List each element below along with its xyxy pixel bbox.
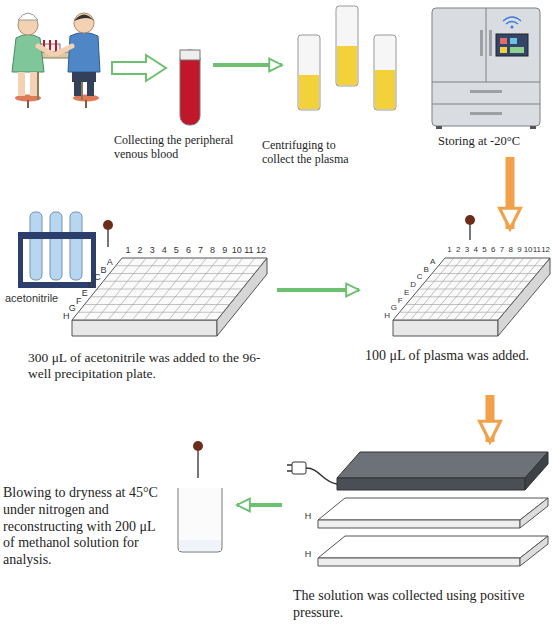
plate-label: 5: [174, 246, 179, 255]
flow-arrow: [277, 288, 359, 292]
plate-label: 12: [541, 246, 550, 254]
plate-label: 10: [524, 246, 533, 254]
plate-label: F: [398, 297, 403, 305]
sample-tube: [178, 441, 222, 552]
fridge: [432, 8, 540, 129]
step-arrow: [112, 55, 166, 81]
step-caption: Storing at -20°C: [438, 134, 548, 149]
plate-label: 7: [500, 246, 504, 254]
plate-label: H: [384, 312, 390, 320]
tube-rack: [18, 212, 96, 288]
step-caption: Collecting the peripheral venous blood: [114, 133, 258, 162]
plate-label: 4: [162, 246, 167, 255]
plate-label: 3: [150, 246, 155, 255]
plate-label: B: [424, 266, 429, 274]
plate-label: 4: [473, 246, 477, 254]
plate-label: 8: [508, 246, 512, 254]
caption-block: 300 μL of acetonitrile was added to the …: [28, 350, 273, 382]
caption-block: Blowing to dryness at 45°C under nitroge…: [3, 485, 165, 569]
plate-label: G: [69, 304, 76, 313]
well-plates: [72, 258, 550, 336]
plate-label: 2: [456, 246, 460, 254]
plate-label: H: [305, 550, 312, 559]
caption-block: Centrifuging to collect the plasma: [262, 138, 360, 167]
well-plate: [393, 258, 550, 336]
plate-label: 7: [198, 246, 203, 255]
caption-block: The solution was collected using positiv…: [293, 588, 528, 622]
plate-label: A: [107, 257, 113, 266]
dropper: [465, 215, 475, 240]
plate-label: C: [94, 273, 101, 282]
plate-label: E: [82, 288, 88, 297]
plate-label: F: [76, 296, 82, 305]
step-caption: 300 μL of acetonitrile was added to the …: [28, 350, 273, 382]
plate-label: C: [417, 273, 423, 281]
plate-label: 1: [126, 246, 131, 255]
process-step: Blowing to dryness at 45°C under nitroge…: [2, 438, 234, 588]
plate-label: E: [404, 289, 409, 297]
flow-arrow: [213, 63, 282, 67]
dropper: [103, 220, 113, 247]
step-caption: Blowing to dryness at 45°C under nitroge…: [3, 485, 165, 569]
plate-label: B: [101, 265, 107, 274]
plate-label: 5: [482, 246, 486, 254]
process-step: Collecting the peripheral venous blood: [2, 2, 210, 128]
caption-block: Storing at -20°C: [438, 134, 548, 149]
plate-label: 12: [256, 246, 266, 255]
plate-label: 6: [491, 246, 495, 254]
plate-label: 11: [533, 246, 541, 254]
caption-block: Collecting the peripheral venous blood: [114, 133, 258, 162]
plate-label: H: [63, 312, 70, 321]
plate-label: A: [430, 258, 435, 266]
flow-arrow: [237, 503, 282, 507]
step-caption: Centrifuging to collect the plasma: [262, 138, 360, 167]
plate-label: 10: [232, 246, 242, 255]
process-step: Centrifuging to collect the plasma: [285, 2, 403, 124]
plate-label: 3: [465, 246, 469, 254]
process-step: 300 μL of acetonitrile was added to the …: [4, 205, 274, 417]
plate-label: 1: [447, 246, 451, 254]
plate-label: 6: [186, 246, 191, 255]
blood-tube: [180, 50, 200, 125]
process-step: The solution was collected using positiv…: [285, 445, 552, 627]
plate-label: 11: [244, 246, 253, 255]
plate-label: 9: [222, 246, 227, 255]
plate-label: G: [391, 304, 397, 312]
plate-label: 8: [210, 246, 215, 255]
well-plate: [72, 258, 267, 336]
plate-label: D: [88, 281, 95, 290]
flow-arrow: [506, 157, 515, 229]
process-step: Storing at -20°C: [425, 2, 552, 154]
plate-label: 9: [517, 246, 521, 254]
plate-label: H: [305, 512, 312, 521]
pressure-manifold: [287, 452, 548, 566]
blood-draw-figure: [12, 13, 100, 108]
flow-arrow: [486, 395, 495, 442]
step-caption: The solution was collected using positiv…: [293, 588, 528, 622]
caption-block: 100 μL of plasma was added.: [365, 348, 535, 365]
plasma-tubes: [298, 6, 396, 110]
reagent-label: acetonitrile: [5, 292, 59, 306]
plate-label: 2: [138, 246, 143, 255]
step-caption: 100 μL of plasma was added.: [365, 348, 535, 365]
plate-label: D: [410, 281, 416, 289]
